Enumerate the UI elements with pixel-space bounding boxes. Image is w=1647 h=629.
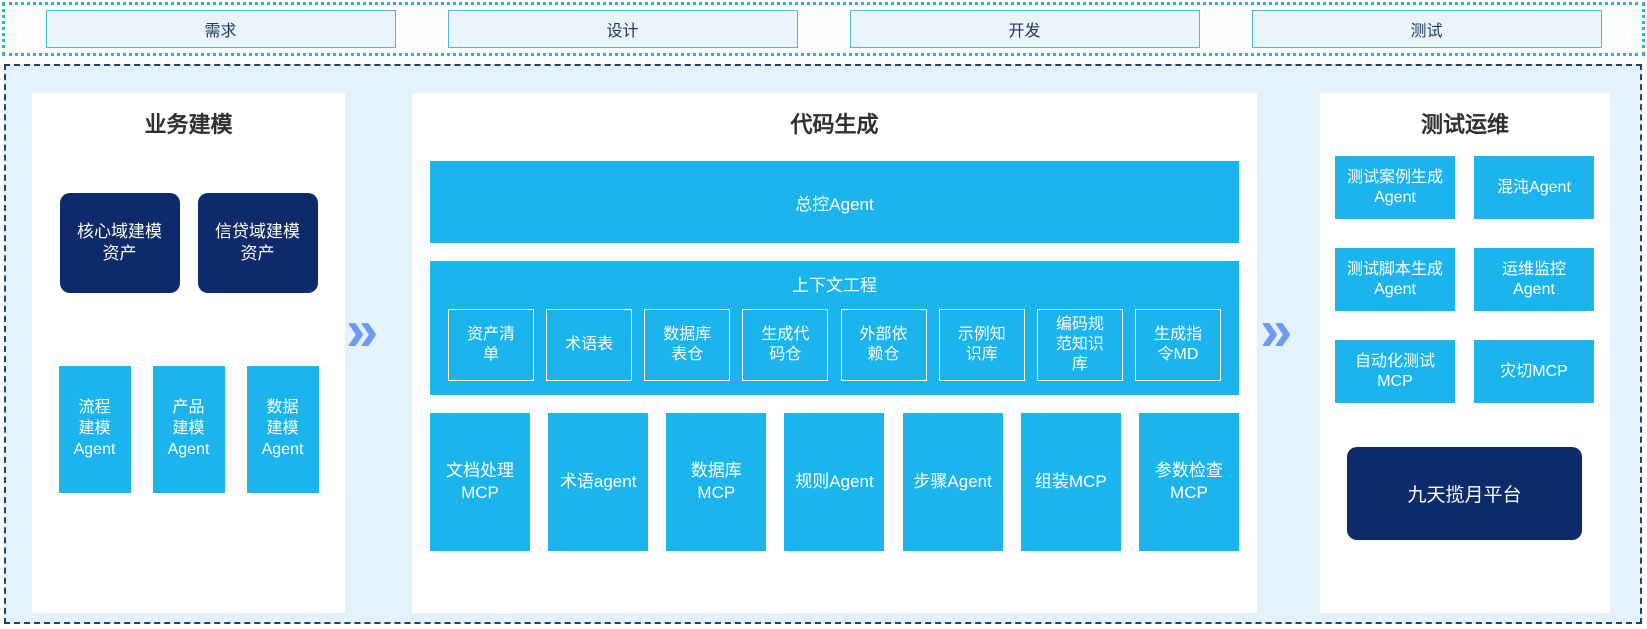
external-dependency-repo-box: 外部依赖仓 — [840, 309, 927, 381]
test-ops-title: 测试运维 — [1420, 112, 1509, 137]
phase-box-testing: 测试 — [1251, 10, 1602, 48]
assembly-mcp-box: 组装MCP — [1020, 413, 1121, 551]
phase-box-design: 设计 — [447, 10, 798, 48]
glossary-box: 术语表 — [546, 309, 633, 381]
doc-processing-mcp-box: 文档处理MCP — [430, 413, 530, 551]
test-script-gen-agent-box: 测试脚本生成Agent — [1335, 248, 1455, 311]
terminology-agent-box: 术语agent — [548, 413, 649, 551]
parameter-check-mcp-box: 参数检查MCP — [1138, 413, 1239, 551]
core-domain-asset-box: 核心域建模资产 — [59, 193, 180, 293]
code-generation-title: 代码生成 — [790, 112, 879, 137]
business-modeling-title: 业务建模 — [144, 112, 233, 137]
example-knowledge-base-box: 示例知识库 — [938, 309, 1025, 381]
step-agent-box: 步骤Agent — [902, 413, 1003, 551]
jiutian-lanyue-platform-box: 九天揽月平台 — [1347, 447, 1582, 540]
disaster-switch-mcp-box: 灾切MCP — [1474, 340, 1594, 403]
ops-monitoring-agent-box: 运维监控Agent — [1474, 248, 1594, 311]
rule-agent-box: 规则Agent — [784, 413, 885, 551]
coding-standard-kb-box: 编码规范知识库 — [1036, 309, 1123, 381]
db-table-repo-box: 数据库表仓 — [644, 309, 731, 381]
asset-list-box: 资产清单 — [448, 309, 534, 381]
modeling-asset-row: 核心域建模资产 信贷域建模资产 — [32, 193, 345, 293]
panel-business-modeling: 业务建模 核心域建模资产 信贷域建模资产 流程建模Agent 产品建模Agent… — [32, 93, 345, 613]
modeling-agent-row: 流程建模Agent 产品建模Agent 数据建模Agent — [32, 366, 345, 493]
flow-arrow-icon-2: » — [1260, 298, 1293, 363]
flow-arrow-icon-1: » — [346, 298, 379, 363]
panel-test-ops: 测试运维 测试案例生成Agent 混沌Agent 测试脚本生成Agent 运维监… — [1320, 93, 1610, 613]
credit-domain-asset-box: 信贷域建模资产 — [197, 193, 318, 293]
automated-test-mcp-box: 自动化测试MCP — [1335, 340, 1455, 403]
context-engineering-section: 上下文工程 资产清单 术语表 数据库表仓 生成代码仓 外部依赖仓 示例知识库 编… — [430, 261, 1239, 395]
generation-instruction-md-box: 生成指令MD — [1134, 309, 1221, 381]
product-modeling-agent-box: 产品建模Agent — [152, 366, 225, 493]
context-engineering-row: 资产清单 术语表 数据库表仓 生成代码仓 外部依赖仓 示例知识库 编码规范知识库… — [448, 309, 1221, 381]
code-generation-tools-row: 文档处理MCP 术语agent 数据库MCP 规则Agent 步骤Agent 组… — [430, 413, 1239, 551]
phase-box-development: 开发 — [849, 10, 1200, 48]
panel-code-generation: 代码生成 总控Agent 上下文工程 资产清单 术语表 数据库表仓 生成代码仓 … — [412, 93, 1257, 613]
architecture-container: 业务建模 核心域建模资产 信贷域建模资产 流程建模Agent 产品建模Agent… — [4, 64, 1642, 624]
process-modeling-agent-box: 流程建模Agent — [58, 366, 131, 493]
chaos-agent-box: 混沌Agent — [1474, 156, 1594, 219]
phase-strip: 需求 设计 开发 测试 — [2, 2, 1645, 56]
master-agent-bar: 总控Agent — [430, 161, 1239, 243]
test-ops-grid: 测试案例生成Agent 混沌Agent 测试脚本生成Agent 运维监控Agen… — [1335, 156, 1594, 403]
context-engineering-title: 上下文工程 — [792, 276, 877, 295]
test-case-gen-agent-box: 测试案例生成Agent — [1335, 156, 1455, 219]
database-mcp-box: 数据库MCP — [666, 413, 767, 551]
data-modeling-agent-box: 数据建模Agent — [246, 366, 319, 493]
generated-code-repo-box: 生成代码仓 — [742, 309, 829, 381]
phase-box-requirements: 需求 — [45, 10, 396, 48]
